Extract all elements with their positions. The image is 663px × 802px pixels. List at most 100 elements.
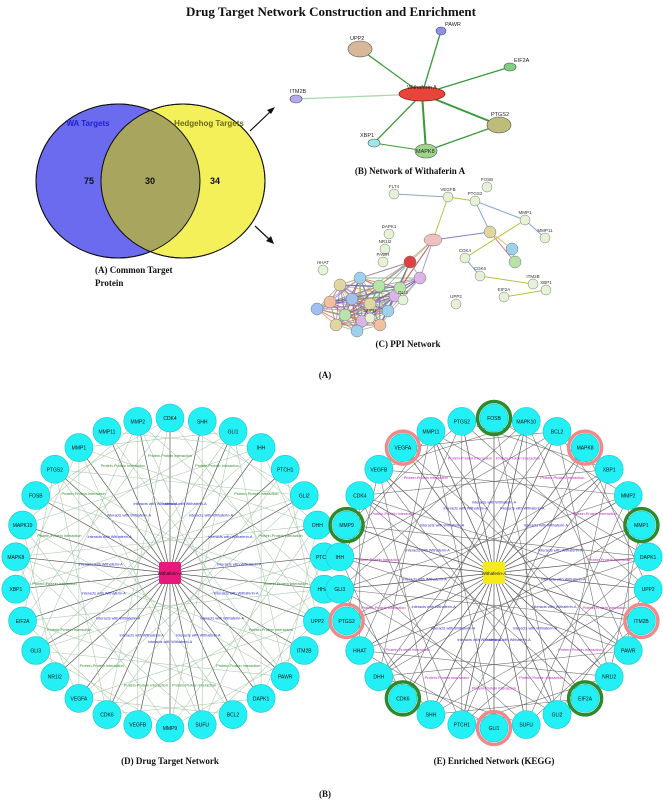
- network-c-caption: (C) PPI Network: [376, 339, 441, 349]
- node-nr1i2: [594, 662, 624, 692]
- node-itm2b: [289, 636, 319, 665]
- node-label-bcl2: BCL2: [551, 429, 564, 435]
- node-xbp1: [367, 138, 381, 148]
- node-vegfa: [388, 433, 418, 462]
- ppi-edge: [346, 469, 610, 622]
- node-label-ptgs2: PTGS2: [338, 619, 355, 625]
- ppi-edge: [378, 650, 629, 678]
- venn-caption-line1: (A) Common Target: [95, 265, 173, 275]
- node-sufu: [511, 710, 541, 739]
- spoke-edge-mmp2: [493, 495, 629, 574]
- edge-label-drug: Interacts with Withaferin-A: [208, 535, 253, 539]
- ppi-edge: [359, 495, 463, 725]
- node-gli3: [21, 636, 51, 665]
- node-label-cdk6: CDK6: [100, 713, 114, 719]
- spoke-edge-nr1i2: [493, 572, 610, 677]
- edge-label-drug: Interacts with Withaferin-A: [524, 523, 569, 527]
- ppi-label-nr1i2: NR1I2: [379, 239, 392, 244]
- node-label-vegfa: VEGFA: [395, 446, 412, 452]
- ppi-node-xbp1: [540, 284, 552, 296]
- spoke-edge-pawr: [169, 572, 286, 677]
- edge-label-drug: Interacts with Withaferin-A: [402, 577, 447, 581]
- node-gli1: [218, 417, 248, 446]
- node-dapk1: [633, 542, 663, 572]
- node-cdk6: [92, 700, 122, 729]
- spoke-edge-mmp11: [106, 431, 171, 574]
- ppi-node: [373, 318, 387, 332]
- ppi-node-mmp1: [519, 214, 531, 226]
- ppi-node-fosb: [481, 181, 493, 193]
- node-mmp1: [64, 433, 94, 462]
- enrichment-ring: [328, 506, 365, 544]
- node-hhat: [345, 636, 375, 665]
- node-mapk8: [1, 542, 31, 572]
- node-label-mapk10: MAPK10: [516, 419, 536, 425]
- enriched-network-kegg: Interacts with Withaferin-A Interacts wit…: [325, 399, 663, 747]
- ppi-edge: [54, 431, 234, 677]
- ppi-node-sufu: [364, 312, 376, 324]
- ppi-edge: [106, 469, 286, 715]
- ppi-edge: [35, 556, 325, 651]
- spoke-edge-ptgs2: [461, 421, 495, 574]
- node-label-nr1i2: NR1I2: [48, 675, 62, 681]
- edge-label-ppi: Protein-Protein Interaction: [148, 454, 192, 458]
- ppi-edge: [169, 431, 234, 729]
- spoke-edge-ptgs2: [346, 572, 495, 622]
- node-label-mapk8: MAPK8: [7, 555, 24, 561]
- node-mmp1: [627, 510, 656, 540]
- edge-label-drug: Interacts with Withaferin-A: [82, 592, 127, 596]
- node-upp2: [633, 574, 663, 604]
- node-label-pawr: PAWR: [445, 22, 461, 28]
- node-upp2: [347, 40, 373, 58]
- node-label-ihh: IHH: [257, 446, 266, 452]
- spoke-edge-cdk6: [106, 572, 171, 715]
- ppi-edge: [15, 556, 203, 725]
- edge-label-drug: Interacts with Withaferin-A: [443, 506, 488, 510]
- ppi-edge: [419, 239, 434, 279]
- ppi-label-dapk1: DAPK1: [382, 224, 397, 229]
- edge-label-drug: Interacts with Withaferin-A: [420, 523, 465, 527]
- node-label-hhat: HHAT: [318, 587, 331, 593]
- node-cdk4: [345, 481, 375, 510]
- spoke-edge-dapk1: [493, 556, 649, 574]
- node-label-dapk1: DAPK1: [640, 555, 657, 561]
- ppi-node: [381, 304, 395, 318]
- ppi-edge: [479, 275, 534, 285]
- ppi-label-hhat: HHAT: [317, 260, 329, 265]
- edge-label-ppi: Protein-Protein Interaction: [195, 464, 239, 468]
- venn-diagram: WA Targets Hedgehog Targets 75 30 34 (A)…: [35, 103, 266, 288]
- node-label-gli3: GLI3: [334, 587, 345, 593]
- edge-label-ppi: Protein-Protein Interaction: [558, 648, 602, 652]
- node-fosb: [479, 403, 509, 433]
- spoke-edge-mmp9: [346, 524, 495, 574]
- edge-label-drug: Interacts with Withaferin-A: [532, 605, 577, 609]
- ppi-edge: [493, 417, 558, 715]
- ppi-edge: [489, 231, 516, 263]
- node-label-eif2a: EIF2A: [514, 58, 530, 64]
- ppi-node: [323, 295, 337, 309]
- edge-label-drug: Interacts with Withaferin-A: [486, 638, 531, 642]
- ppi-edge: [393, 193, 449, 198]
- node-label-vegfa: VEGFA: [71, 696, 88, 702]
- ppi-edge: [387, 277, 421, 312]
- arrow-down-head: [266, 236, 274, 244]
- node-label-mmp1: MMP1: [72, 446, 87, 452]
- node-mmp2: [123, 407, 153, 436]
- node-ihh: [325, 542, 355, 572]
- ppi-edge: [15, 431, 234, 558]
- spoke-edge-dapk1: [169, 572, 262, 699]
- spoke-edge-upp2: [493, 572, 649, 590]
- node-label-xbp1: XBP1: [9, 587, 22, 593]
- node-mmp11: [92, 417, 122, 446]
- edge-label-ppi: Protein-Protein Interaction: [216, 664, 260, 668]
- node-label-dapk1: DAPK1: [253, 696, 270, 702]
- edge-label-drug: Interacts with Withaferin-A: [541, 577, 586, 581]
- ppi-label-vegfb: VEGFB: [440, 187, 455, 192]
- ppi-node-pawr: [377, 256, 389, 268]
- edge-ptgs2-mapk8: [425, 124, 500, 152]
- edge-label-ppi: Protein-Protein Interaction: [249, 628, 293, 632]
- node-label-cdk6: CDK6: [396, 696, 410, 702]
- edge-label-drug: Interacts with Withaferin-A: [200, 617, 245, 621]
- spoke-edge-hhat: [169, 572, 325, 590]
- edge-label-ppi: Protein-Protein Interaction: [583, 606, 627, 610]
